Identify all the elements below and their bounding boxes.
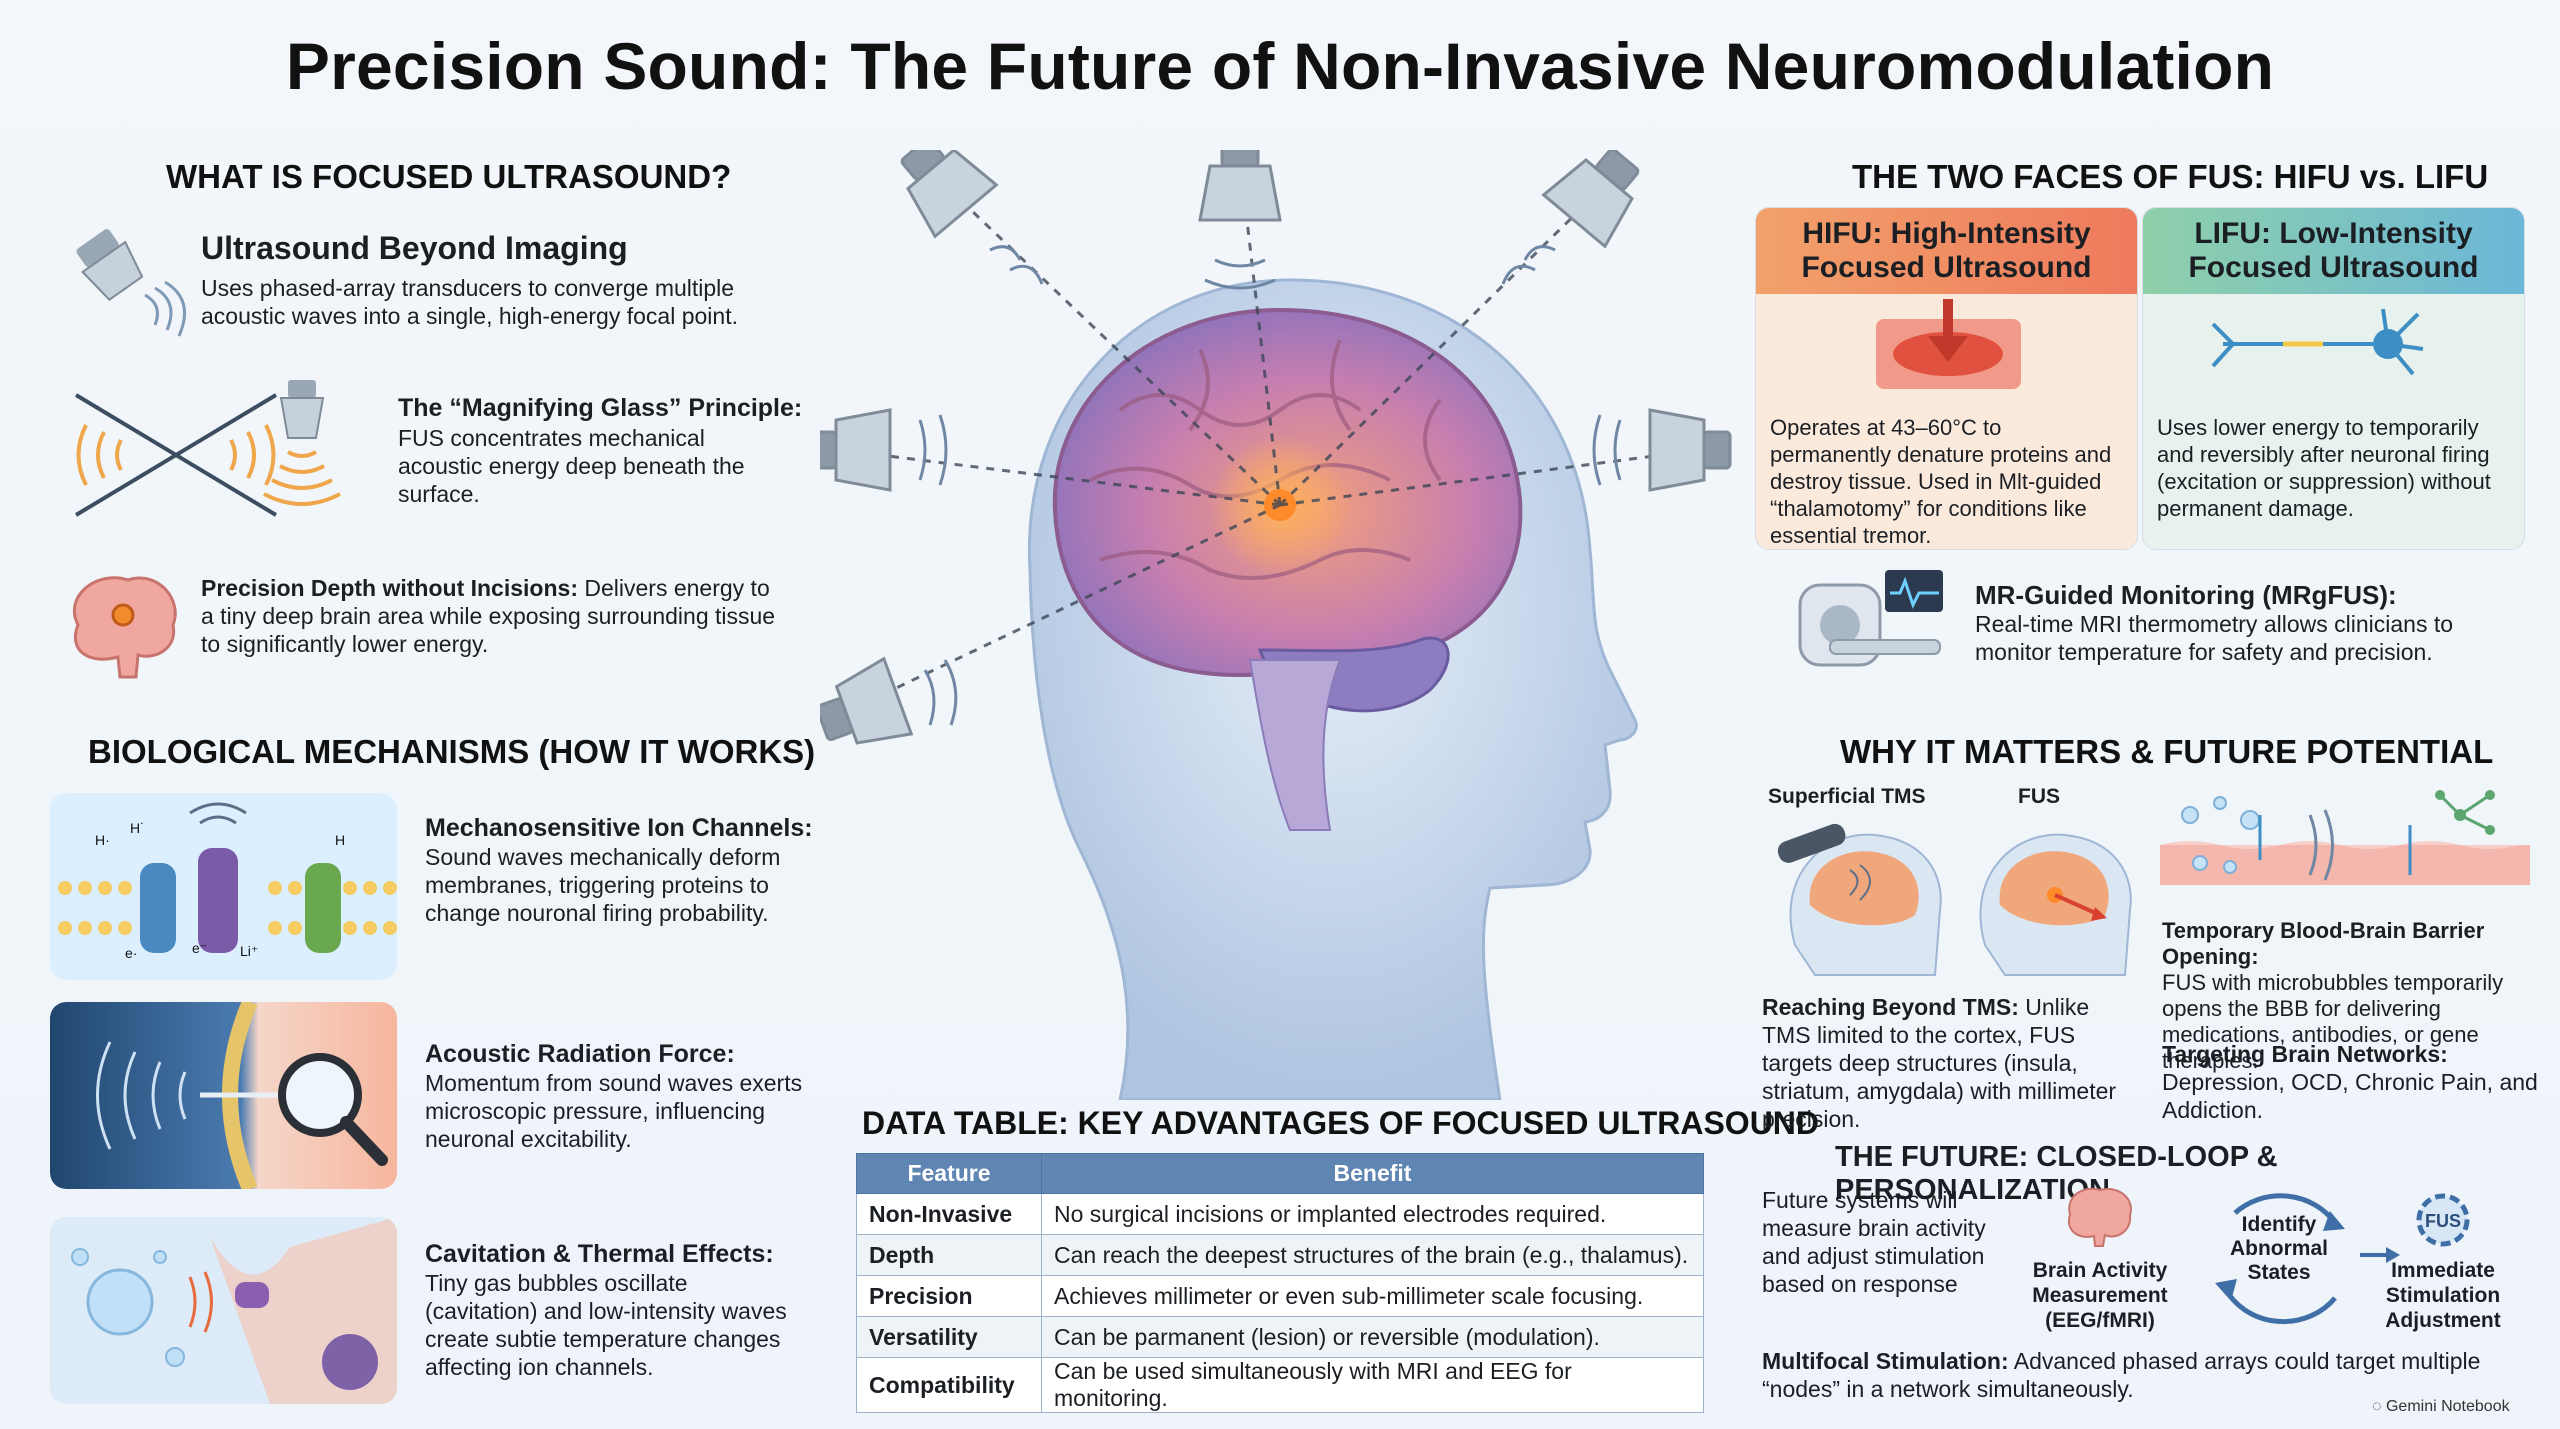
lifu-title: LIFU: Low-Intensity Focused Ultrasound bbox=[2143, 208, 2524, 294]
precision-depth-text: Delivers energy to a tiny deep brain are… bbox=[201, 575, 776, 657]
reach-block: Reaching Beyond TMS: Unlike TMS limited … bbox=[1762, 993, 2142, 1133]
mri-scanner-icon bbox=[1798, 570, 1943, 667]
ion-label-h1: H· bbox=[95, 832, 110, 848]
ion-channels-text: Sound waves mechanically deform membrane… bbox=[425, 844, 781, 926]
what-is-heading: WHAT IS FOCUSED ULTRASOUND? bbox=[166, 158, 732, 195]
table-cell-benefit: Can reach the deepest structures of the … bbox=[1041, 1234, 1704, 1276]
table-cell-benefit: Achieves millimeter or even sub-millimet… bbox=[1041, 1275, 1704, 1317]
future-heading: THE FUTURE: CLOSED-LOOP & PERSONALIZATIO… bbox=[1835, 1141, 2278, 1206]
fus-gear-icon: FUS bbox=[2416, 1193, 2470, 1247]
table-cell-benefit: Can be parmanent (lesion) or reversible … bbox=[1041, 1316, 1704, 1358]
bbb-text: FUS with microbubbles temporarily opens … bbox=[2162, 970, 2504, 1073]
table-header-row: Feature Benefit bbox=[856, 1153, 1704, 1194]
reach-title: Reaching Beyond TMS: bbox=[1762, 994, 2019, 1020]
bbb-title: Temporary Blood-Brain Barrier Opening: bbox=[2162, 918, 2485, 969]
ion-label-li: Li⁺ bbox=[240, 943, 258, 959]
hifu-card: HIFU: High-Intensity Focused Ultrasound … bbox=[1755, 207, 2138, 550]
tissue-heat-icon bbox=[1876, 299, 2021, 389]
closed-loop-cycle-icon bbox=[2215, 1193, 2345, 1325]
faces-heading: THE TWO FACES OF FUS: HIFU vs. LIFU bbox=[1852, 158, 2489, 195]
page-title: Precision Sound: The Future of Non-Invas… bbox=[285, 29, 2275, 103]
watermark: ◌ Gemini Notebook bbox=[2372, 1398, 2510, 1416]
hifu-title: HIFU: High-Intensity Focused Ultrasound bbox=[1756, 208, 2137, 294]
radiation-force-illustration bbox=[50, 1002, 397, 1189]
radiation-force-title: Acoustic Radiation Force: bbox=[425, 1040, 735, 1068]
multifocal-title: Multifocal Stimulation: bbox=[1762, 1348, 2009, 1374]
lifu-card: LIFU: Low-Intensity Focused Ultrasound U… bbox=[2142, 207, 2525, 550]
networks-title: Targeting Brain Networks: bbox=[2162, 1041, 2448, 1067]
gemini-icon: ◌ bbox=[2372, 1398, 2382, 1415]
ion-label-e2: e⁻ bbox=[192, 940, 207, 956]
table-cell-feature: Compatibility bbox=[856, 1357, 1042, 1413]
multifocal-block: Multifocal Stimulation: Advanced phased … bbox=[1762, 1347, 2522, 1403]
head-brain-illustration bbox=[820, 150, 1732, 1100]
transducer-icon bbox=[76, 229, 187, 337]
fus-label: FUS bbox=[2018, 785, 2060, 808]
step-adjust: Immediate Stimulation Adjustment bbox=[2385, 1259, 2501, 1332]
watermark-text: Gemini Notebook bbox=[2385, 1398, 2510, 1415]
col-feature: Feature bbox=[856, 1153, 1042, 1194]
tms-vs-fus-illustration bbox=[1777, 823, 2132, 976]
ion-label-e1: e· bbox=[125, 945, 137, 961]
step-measure: Brain Activity Measurement (EEG/fMRI) bbox=[2032, 1259, 2168, 1332]
magnifying-text: FUS concentrates mechanical acoustic ene… bbox=[398, 425, 745, 507]
networks-block: Targeting Brain Networks: Depression, OC… bbox=[2162, 1040, 2552, 1124]
table-cell-feature: Depth bbox=[856, 1234, 1042, 1276]
ion-channels-title: Mechanosensitive Ion Channels: bbox=[425, 814, 813, 842]
brain-target-icon bbox=[72, 576, 177, 679]
beyond-imaging-title: Ultrasound Beyond Imaging bbox=[201, 230, 628, 266]
hifu-text: Operates at 43–60°C to permanently denat… bbox=[1770, 415, 2112, 548]
mr-text: Real-time MRI thermometry allows clinici… bbox=[1975, 611, 2454, 665]
table-cell-feature: Versatility bbox=[856, 1316, 1042, 1358]
why-heading: WHY IT MATTERS & FUTURE POTENTIAL bbox=[1840, 733, 2494, 770]
beyond-imaging-text: Uses phased-array transducers to converg… bbox=[201, 275, 738, 329]
ion-channel-illustration: H· H˙ H e· e⁻ Li⁺ bbox=[50, 793, 397, 980]
table-cell-benefit: Can be used simultaneously with MRI and … bbox=[1041, 1357, 1704, 1413]
mr-title: MR-Guided Monitoring (MRgFUS): bbox=[1975, 580, 2397, 610]
lifu-text: Uses lower energy to temporarily and rev… bbox=[2157, 415, 2491, 521]
bbb-block: Temporary Blood-Brain Barrier Opening: F… bbox=[2162, 918, 2557, 1074]
cavitation-illustration bbox=[50, 1217, 397, 1404]
step-identify: Identify Abnormal States bbox=[2229, 1213, 2328, 1284]
reach-text: Unlike TMS limited to the cortex, FUS ta… bbox=[1762, 994, 2117, 1132]
col-benefit: Benefit bbox=[1041, 1153, 1704, 1194]
fus-badge-text: FUS bbox=[2425, 1211, 2461, 1231]
arrow-right-icon bbox=[2360, 1247, 2400, 1263]
future-text: Future systems will measure brain activi… bbox=[1762, 1187, 1986, 1297]
table-cell-benefit: No surgical incisions or implanted elect… bbox=[1041, 1193, 1704, 1235]
magnifying-title: The “Magnifying Glass” Principle: bbox=[398, 394, 803, 422]
bbb-illustration bbox=[2160, 790, 2530, 885]
precision-depth-title: Precision Depth without Incisions: bbox=[201, 575, 578, 601]
radiation-force-text: Momentum from sound waves exerts microsc… bbox=[425, 1070, 803, 1152]
table-cell-feature: Non-Invasive bbox=[856, 1193, 1042, 1235]
precision-depth-block: Precision Depth without Incisions: Deliv… bbox=[201, 574, 781, 658]
cavitation-text: Tiny gas bubbles oscillate (cavitation) … bbox=[425, 1270, 787, 1380]
ion-label-h2: H˙ bbox=[130, 820, 145, 836]
brain-activity-icon bbox=[2067, 1187, 2132, 1247]
networks-text: Depression, OCD, Chronic Pain, and Addic… bbox=[2162, 1069, 2538, 1123]
multifocal-text: Advanced phased arrays could target mult… bbox=[1762, 1348, 2481, 1402]
magnifying-principle-icon bbox=[74, 380, 341, 517]
table-cell-feature: Precision bbox=[856, 1275, 1042, 1317]
neuron-icon bbox=[2211, 308, 2424, 376]
mechanisms-heading: BIOLOGICAL MECHANISMS (HOW IT WORKS) bbox=[88, 733, 816, 770]
ion-label-h3: H bbox=[335, 832, 345, 848]
cavitation-title: Cavitation & Thermal Effects: bbox=[425, 1240, 774, 1268]
tms-label: Superficial TMS bbox=[1768, 785, 1926, 808]
table-heading: DATA TABLE: KEY ADVANTAGES OF FOCUSED UL… bbox=[862, 1105, 1820, 1141]
